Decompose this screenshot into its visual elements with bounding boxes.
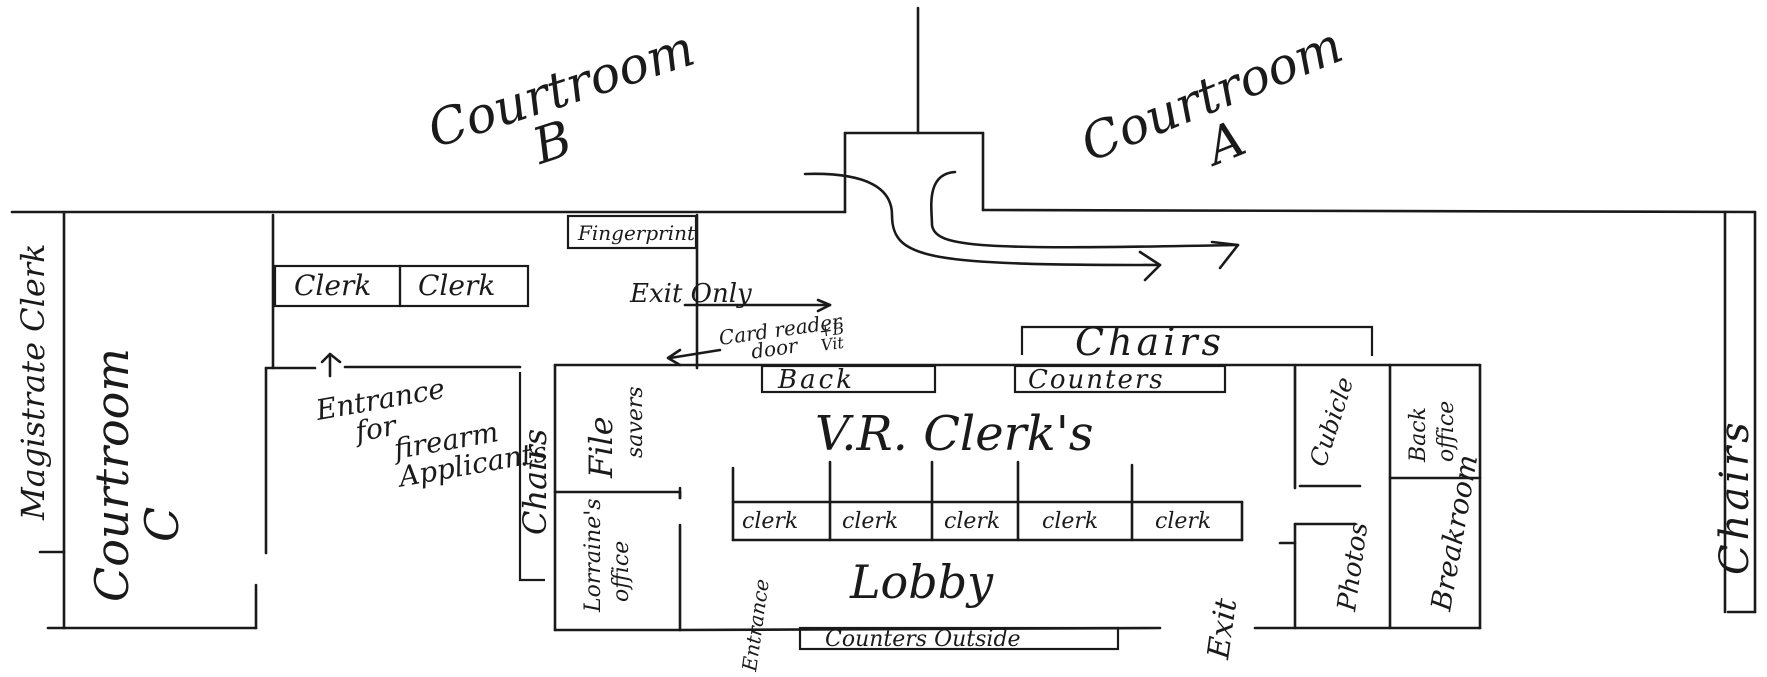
clerk-desk-upper-left: Clerk [294, 269, 371, 302]
exit-only-label: Exit Only [629, 279, 752, 309]
furniture-boxes [273, 214, 1374, 651]
counters-top-label: Counters [1028, 365, 1165, 395]
chairs-left-label: Chairs [516, 429, 554, 535]
counters-outside-label: Counters Outside [825, 627, 1021, 652]
chairs-top-label: Chairs [1075, 320, 1225, 364]
exit-arrows [320, 170, 1240, 378]
card-reader-line4: Vit [820, 333, 846, 355]
clerk-desk-5: clerk [1155, 509, 1211, 534]
vr-clerks-label: V.R. Clerk's [815, 406, 1094, 462]
clerk-desk-4: clerk [1042, 509, 1098, 534]
fingerprint-label: Fingerprint [577, 221, 696, 245]
clerk-desk-1: clerk [742, 509, 798, 534]
lorraines-office-label: Lorraine's office [581, 491, 634, 613]
back-office-line1: Back [1406, 407, 1431, 463]
clerk-desk-2: clerk [842, 509, 898, 534]
entrance-firearm-line2: for [351, 409, 400, 449]
photos-label: Photos [1332, 520, 1374, 614]
breakroom-label: Breakroom [1424, 452, 1484, 614]
entrance-firearm-label: Entrance for firearm Applicants [313, 356, 550, 506]
back-office-label: Back office [1406, 400, 1459, 463]
courtroom-c-line2: C [135, 507, 189, 542]
card-reader-line3: +B [818, 319, 846, 341]
entrance-label: Entrance [737, 577, 774, 673]
file-savers-line2: savers [623, 386, 648, 458]
file-savers-label: File savers [582, 386, 648, 479]
exit-label: Exit [1201, 595, 1244, 662]
courtroom-c-label: Courtroom C [85, 333, 189, 602]
walls [10, 6, 1757, 632]
back-counter-label: Back [777, 365, 855, 395]
file-savers-line1: File [582, 416, 620, 479]
magistrate-clerk-label: Magistrate Clerk [14, 243, 52, 521]
courtroom-c-line1: Courtroom [85, 348, 139, 602]
card-reader-label: Card reader door +B Vit [717, 308, 853, 369]
lorraines-office-line1: Lorraine's [581, 498, 606, 613]
courtroom-b-label: Courtroom B [421, 14, 731, 205]
cubicle-label: Cubicle [1304, 374, 1359, 470]
courtroom-a-label: Courtroom A [1073, 10, 1384, 220]
clerk-desk-upper-right: Clerk [418, 269, 495, 302]
clerk-desk-row: clerk clerk clerk clerk clerk [742, 509, 1211, 534]
back-office-line2: office [1434, 401, 1459, 462]
lorraines-office-line2: office [609, 541, 634, 602]
clerk-desk-3: clerk [944, 509, 1000, 534]
courtroom-b-line2: B [525, 109, 579, 176]
lobby-label: Lobby [849, 555, 994, 609]
chairs-right-label: Chairs [1712, 418, 1758, 575]
